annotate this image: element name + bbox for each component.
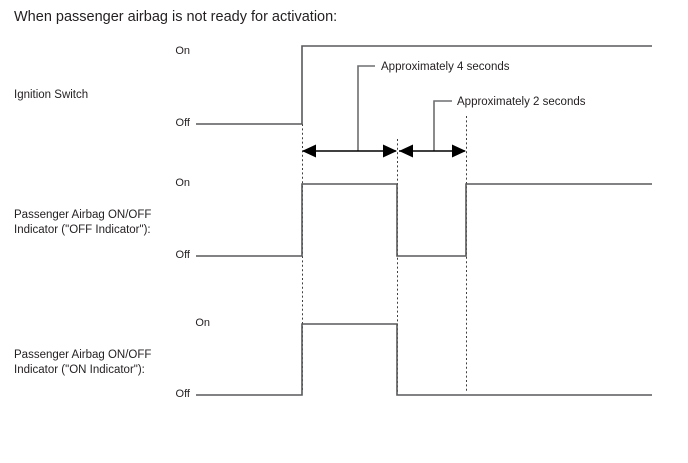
page-title: When passenger airbag is not ready for a… xyxy=(14,9,338,25)
leader-line-approx-4-seconds xyxy=(357,65,375,151)
signal-label-line2: Indicator ("OFF Indicator"): xyxy=(14,223,151,236)
signal-label-ignition-switch: Ignition Switch xyxy=(14,88,88,103)
axis-label-off-indicator-on: On xyxy=(175,177,190,189)
arrowhead-right-4-seconds xyxy=(383,144,397,158)
waveform-ignition-switch xyxy=(196,45,652,125)
axis-label-off-indicator-off: Off xyxy=(175,249,190,261)
guide-lines xyxy=(302,116,467,392)
signal-label-line1: Passenger Airbag ON/OFF xyxy=(14,349,152,361)
dimension-arrows xyxy=(302,144,466,158)
arrowhead-left-2-seconds xyxy=(399,144,413,158)
signal-label-line1: Passenger Airbag ON/OFF xyxy=(14,209,152,221)
annotation-approx-2-seconds: Approximately 2 seconds xyxy=(457,96,586,108)
signal-label-on-indicator: Passenger Airbag ON/OFF Indicator ("ON I… xyxy=(14,348,151,377)
arrowhead-left-4-seconds xyxy=(302,144,316,158)
signal-label-line2: Indicator ("ON Indicator"): xyxy=(14,363,145,376)
axis-label-on-indicator-on: On xyxy=(195,317,210,329)
arrowhead-right-2-seconds xyxy=(452,144,466,158)
axis-label-on-indicator-off: Off xyxy=(175,388,190,400)
annotation-approx-4-seconds: Approximately 4 seconds xyxy=(381,61,510,73)
signal-label-off-indicator: Passenger Airbag ON/OFF Indicator ("OFF … xyxy=(14,208,151,237)
waveform-on-indicator xyxy=(196,323,652,396)
axis-label-ignition-on: On xyxy=(175,45,190,57)
leader-line-approx-2-seconds xyxy=(433,100,452,151)
signal-label-line1: Ignition Switch xyxy=(14,89,89,101)
waveform-off-indicator xyxy=(196,183,652,257)
axis-label-ignition-off: Off xyxy=(175,117,190,129)
